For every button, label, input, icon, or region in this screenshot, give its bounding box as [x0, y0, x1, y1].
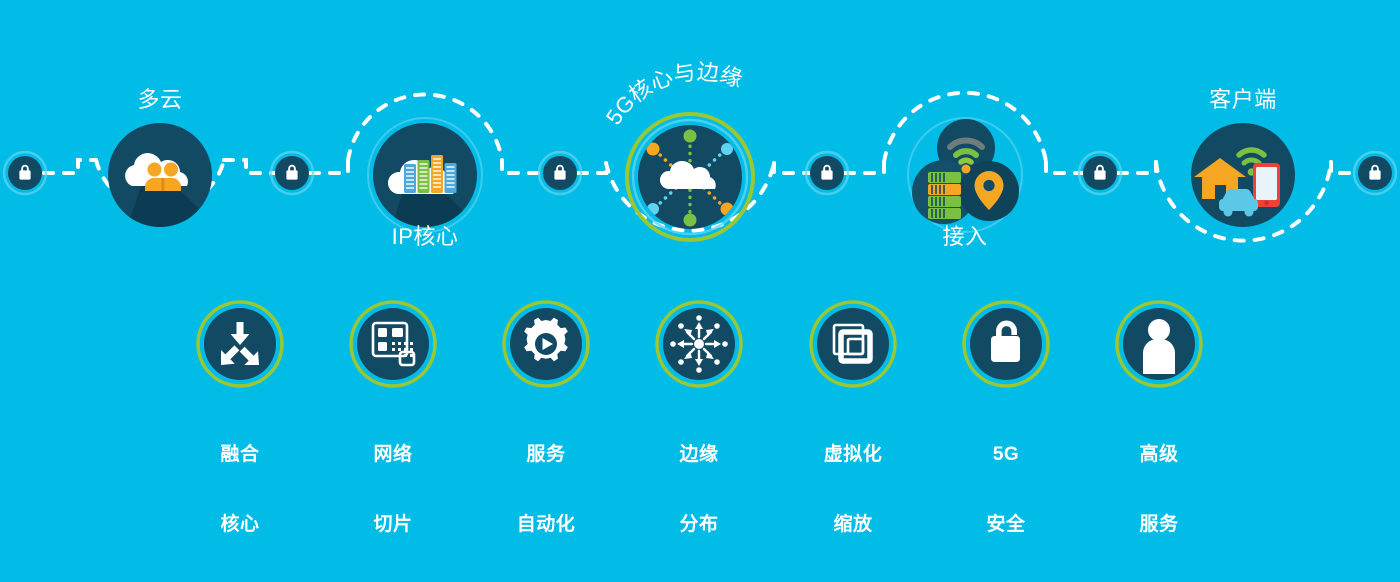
security-lock-1[interactable] — [2, 150, 48, 196]
cloud-edge-network-icon — [646, 129, 734, 227]
security-lock-5[interactable] — [1077, 150, 1123, 196]
connection-path-layer: 5G核心与边缘 — [2, 59, 1398, 388]
security-lock-2[interactable] — [269, 150, 315, 196]
security-lock-4[interactable] — [804, 150, 850, 196]
capability-icon-edge-distribution[interactable] — [655, 300, 743, 388]
grid-slices-icon — [371, 321, 416, 367]
lock-icon — [286, 164, 298, 180]
capability-label-line2: 安全 — [986, 513, 1026, 535]
security-lock-6[interactable] — [1352, 150, 1398, 196]
wifi-server-location-icon — [912, 119, 1019, 224]
home-devices-icon — [1194, 147, 1280, 217]
lock-icon — [821, 164, 833, 180]
distribution-star-icon — [670, 315, 728, 373]
capability-label-line2: 自动化 — [516, 513, 576, 535]
node-5g-core-edge[interactable] — [625, 112, 755, 242]
capability-label-line2: 切片 — [373, 513, 413, 535]
node-client[interactable] — [1191, 123, 1295, 227]
lock-icon — [554, 164, 566, 180]
node-multi-cloud[interactable] — [108, 123, 214, 248]
node-label-5g-core-edge: 5G核心与边缘 — [601, 59, 746, 129]
node-ip-core[interactable] — [367, 117, 483, 250]
capability-icon-network-slicing[interactable] — [349, 300, 437, 388]
cloud-users-icon — [125, 152, 188, 191]
capability-icon-converged-core[interactable] — [196, 300, 284, 388]
infographic-canvas: 5G核心与边缘 — [2, 59, 1398, 535]
lock-icon — [1369, 164, 1381, 180]
cloud-servers-icon — [387, 155, 457, 194]
capability-icon-advanced-services[interactable] — [1115, 300, 1203, 388]
padlock-icon — [991, 320, 1020, 362]
capability-icon-service-automation[interactable] — [502, 300, 590, 388]
lock-icon — [19, 164, 31, 180]
capability-label-line2: 缩放 — [833, 513, 873, 535]
lock-icon — [1094, 164, 1106, 180]
capability-label-line2: 核心 — [220, 513, 260, 535]
capability-icon-5g-security[interactable] — [962, 300, 1050, 388]
stacked-squares-icon — [832, 323, 873, 364]
person-icon — [1143, 319, 1175, 374]
capability-icon-virtualization-scaling[interactable] — [809, 300, 897, 388]
security-lock-3[interactable] — [537, 150, 583, 196]
gear-play-icon — [524, 317, 568, 362]
converge-arrows-icon — [221, 322, 259, 365]
node-access[interactable] — [907, 117, 1023, 233]
capability-label-line2: 服务 — [1139, 513, 1179, 535]
capability-label-line2: 分布 — [679, 513, 719, 535]
